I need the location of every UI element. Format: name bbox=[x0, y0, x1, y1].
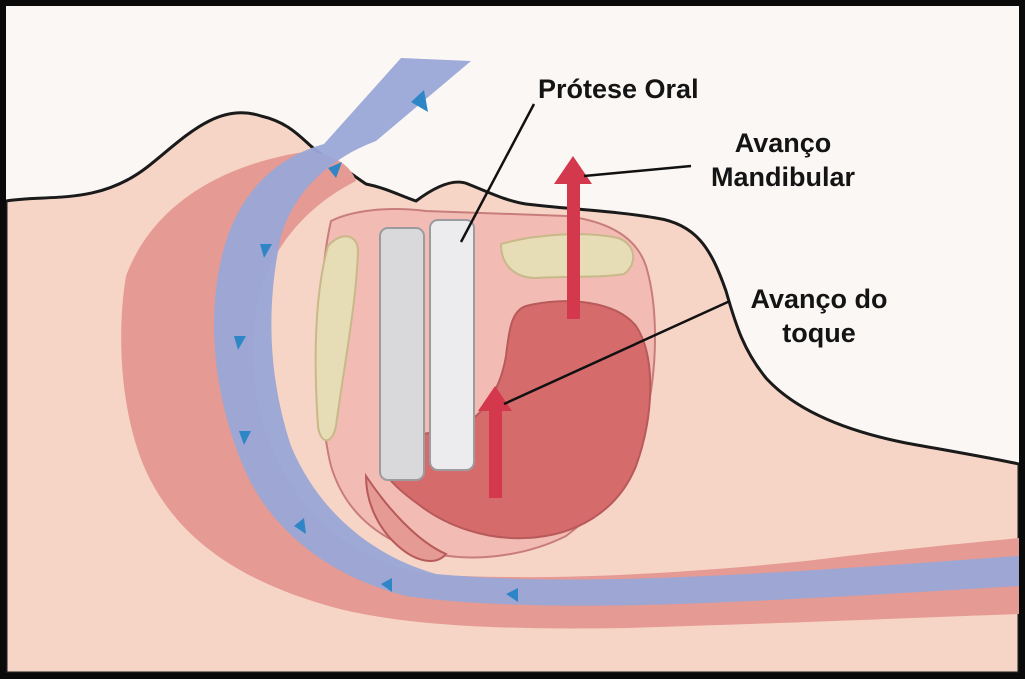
label-oral-prosthesis: Prótese Oral bbox=[538, 72, 699, 106]
label-mandibular-advance: Avanço Mandibular bbox=[698, 126, 868, 194]
oral-prosthesis-left bbox=[380, 228, 424, 480]
oral-prosthesis-right bbox=[430, 220, 474, 470]
mandibular-leader-line bbox=[584, 166, 691, 176]
label-mandibular-advance-line2: Mandibular bbox=[698, 160, 868, 194]
label-touch-advance: Avanço do toque bbox=[734, 282, 904, 350]
label-touch-advance-line2: toque bbox=[734, 316, 904, 350]
label-touch-advance-line1: Avanço do bbox=[734, 282, 904, 316]
label-mandibular-advance-line1: Avanço bbox=[698, 126, 868, 160]
